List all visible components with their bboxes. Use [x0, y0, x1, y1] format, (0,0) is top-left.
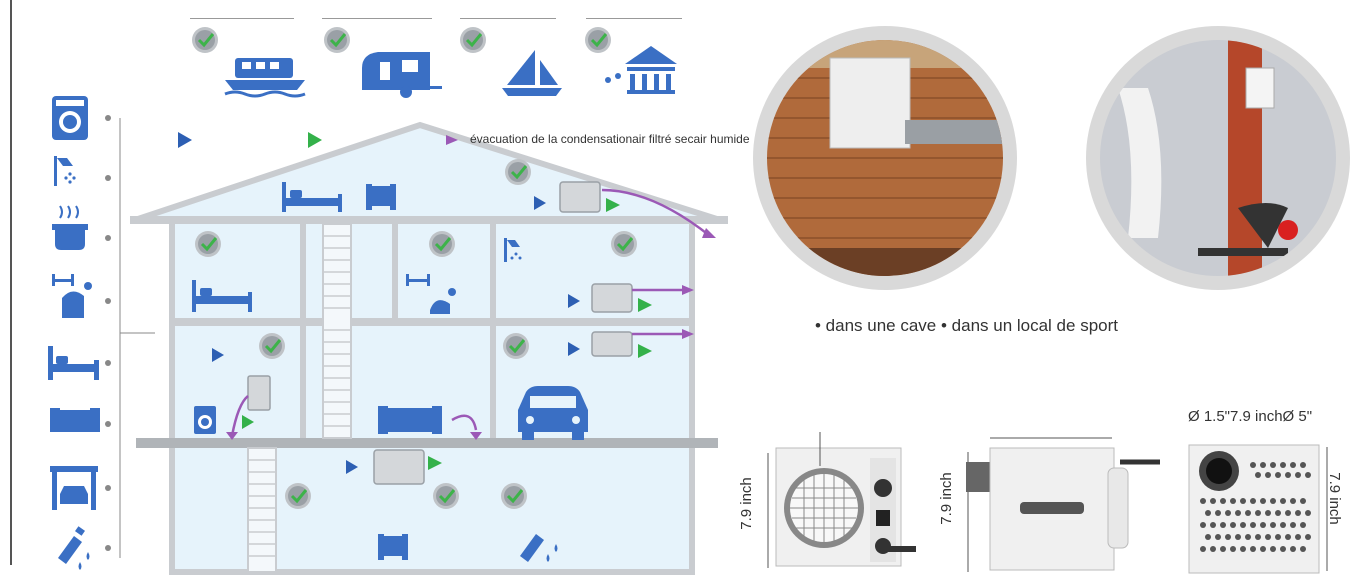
green-arrow-icon — [242, 132, 652, 470]
product-front-view — [767, 432, 916, 568]
photo-sport-room — [1086, 26, 1350, 290]
bed-icon — [192, 280, 252, 312]
cooking-pot-icon — [52, 205, 88, 250]
gym-icon — [52, 274, 92, 318]
armchair-icon — [378, 534, 408, 560]
car-icon — [518, 386, 588, 440]
house-diagram — [130, 121, 728, 575]
sailboat-icon — [502, 50, 562, 96]
cleaning-spray-icon — [58, 526, 90, 570]
top-rule-1 — [190, 18, 294, 19]
top-rule-4 — [586, 18, 682, 19]
legend-arrow-icon — [446, 135, 458, 145]
top-rule-2 — [322, 18, 432, 19]
houseboat-icon — [224, 58, 306, 98]
check-badge-icon — [192, 27, 218, 53]
cleaning-spray-icon — [520, 534, 558, 562]
check-badge-icon — [585, 27, 611, 53]
washing-machine-icon — [52, 96, 88, 140]
back-height-label: 7.9 inch — [1325, 472, 1343, 525]
sofa-icon — [50, 408, 100, 432]
check-badge-icon — [324, 27, 350, 53]
photo-caption: • dans une cave • dans un local de sport — [815, 316, 1118, 335]
dehumidifier-units — [247, 181, 633, 485]
shower-icon — [504, 238, 522, 262]
top-rule-3 — [460, 18, 556, 19]
purple-arrow-icon — [230, 188, 711, 437]
garage-icon — [50, 466, 98, 510]
check-badges — [195, 159, 637, 509]
bed-icon — [48, 346, 99, 380]
back-top-dimensions: Ø 1.5"7.9 inchØ 5" — [1188, 408, 1313, 425]
product-back-view — [1188, 444, 1328, 574]
gym-icon — [406, 274, 456, 314]
washing-machine-icon — [194, 406, 216, 434]
left-border-line — [10, 0, 12, 565]
photo-cellar — [753, 26, 1017, 290]
caravan-icon — [362, 52, 442, 98]
front-height-label: 7.9 inch — [737, 477, 755, 530]
armchair-icon — [366, 184, 396, 210]
top-row-icons — [192, 27, 677, 98]
sofa-icon — [378, 406, 442, 434]
legend-text: évacuation de la condensationair filtré … — [470, 132, 750, 146]
shower-icon — [54, 156, 76, 186]
bed-icon — [282, 182, 342, 212]
pavilion-icon — [605, 46, 677, 94]
product-side-view — [966, 437, 1160, 572]
side-height-label: 7.9 inch — [937, 472, 955, 525]
blue-arrow-icon — [178, 132, 580, 474]
left-icon-column — [48, 96, 155, 570]
check-badge-icon — [460, 27, 486, 53]
